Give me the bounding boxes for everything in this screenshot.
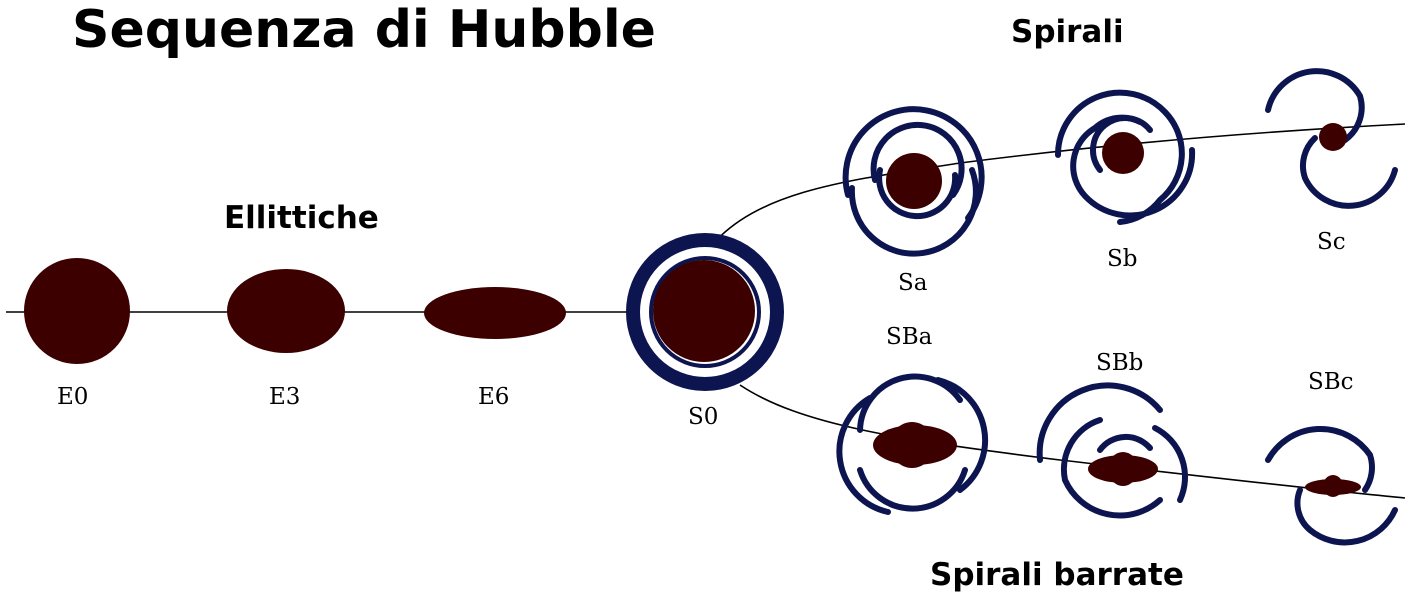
sbc-arm-2: [1294, 487, 1398, 546]
sbc-core: [1323, 475, 1343, 497]
sba-core: [890, 422, 934, 468]
s0-outer-ring: [626, 233, 784, 391]
s0-core: [653, 260, 755, 362]
label-s0: S0: [688, 404, 718, 430]
e0-core: [24, 258, 130, 364]
sba-arm-4: [857, 467, 968, 512]
galaxy-s0: [626, 233, 784, 391]
galaxy-sbc: [1265, 425, 1398, 546]
sba-arm-1: [935, 377, 989, 493]
sba-arm-2: [836, 395, 891, 515]
sbb-core: [1108, 452, 1138, 486]
sbb-arm-4: [1097, 433, 1153, 453]
galaxy-sc: [1265, 68, 1398, 209]
ellipticals-heading: Ellittiche: [224, 200, 379, 236]
barred-spirals-heading: Spirali barrate: [930, 557, 1184, 592]
sa-arm-inner-2: [876, 167, 959, 220]
label-e3: E3: [269, 384, 300, 410]
galaxy-e0: [24, 258, 130, 364]
sbc-arm-1: [1265, 425, 1375, 493]
sb-arm-2: [1070, 114, 1196, 219]
spiral-branch-line: [711, 123, 1406, 246]
galaxy-sb: [1054, 89, 1196, 225]
galaxy-sba: [836, 373, 989, 515]
sbb-arm-3: [1036, 382, 1163, 463]
s0-inner-ring: [649, 256, 761, 368]
sc-arm-1: [1265, 68, 1365, 143]
spirals-heading: Spirali: [1011, 14, 1124, 50]
label-e6: E6: [478, 384, 509, 410]
galaxy-e6: [424, 287, 566, 339]
sb-arm-1: [1054, 89, 1185, 225]
sa-core: [886, 153, 942, 209]
diagram-title: Sequenza di Hubble: [72, 0, 656, 60]
galaxy-sa: [842, 106, 985, 257]
galaxy-e3: [227, 269, 345, 353]
label-e0: E0: [57, 384, 88, 410]
sbb-arm-2: [1060, 417, 1163, 519]
e3-core: [227, 269, 345, 353]
label-sc: Sc: [1317, 229, 1346, 255]
sb-core: [1102, 132, 1144, 174]
galaxy-sbb: [1036, 382, 1189, 519]
sc-arm-2: [1300, 135, 1398, 209]
e6-core: [424, 287, 566, 339]
label-sb: Sb: [1107, 246, 1137, 272]
sb-arm-3: [1090, 115, 1153, 173]
label-sbc: SBc: [1308, 369, 1354, 395]
sa-arm-inner: [870, 121, 965, 198]
label-sba: SBa: [886, 324, 933, 350]
sba-arm-3: [857, 373, 963, 433]
label-sbb: SBb: [1096, 350, 1143, 376]
sa-arm-outer: [842, 106, 985, 221]
label-sa: Sa: [898, 270, 928, 296]
sbb-arm-1: [1152, 425, 1189, 503]
sc-core: [1319, 123, 1347, 151]
sa-arm-outer-2: [848, 167, 979, 257]
